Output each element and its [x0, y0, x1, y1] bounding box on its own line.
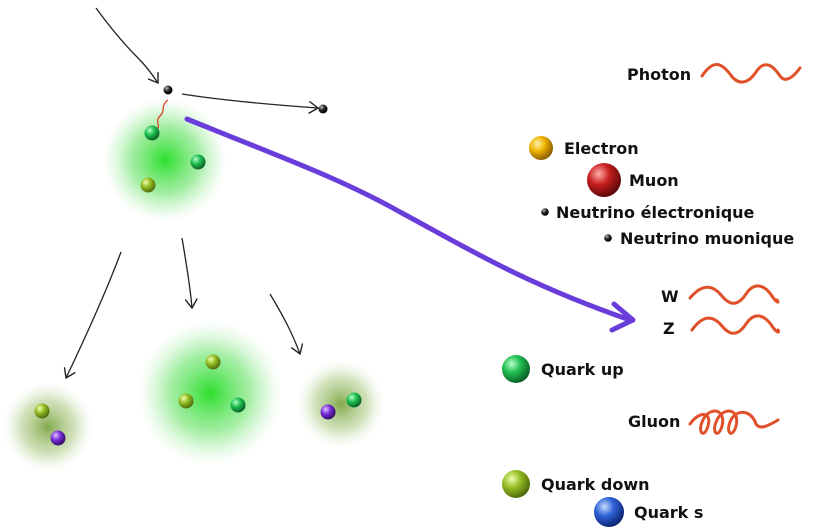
w-wave-icon: [688, 284, 780, 305]
quark-up-ball: [144, 125, 160, 141]
incoming-arrow: [95, 7, 159, 85]
quark-down-ball: [178, 393, 194, 409]
quark-down-ball: [140, 177, 156, 193]
w-boson-arrow: [184, 116, 633, 323]
quark-down-ball: [34, 403, 50, 419]
decay-arrow-right: [269, 293, 304, 356]
legend-z-label: Z: [663, 319, 675, 338]
decay-arrow-left: [63, 251, 122, 380]
legend-quark-down-label: Quark down: [541, 475, 650, 494]
meson-glow-right: [297, 360, 385, 448]
quark-up-ball: [190, 154, 206, 170]
legend-muon-ball: [587, 163, 621, 197]
z-wave-icon: [690, 314, 780, 335]
legend-quark-s-ball: [594, 497, 624, 527]
gluon-coil-icon: [688, 409, 780, 435]
scattered-electron: [318, 104, 328, 114]
exchanged-photon-icon: [155, 99, 169, 131]
legend-electron-label: Electron: [564, 139, 639, 158]
legend-gluon-label: Gluon: [628, 412, 680, 431]
legend-neutrino-mu-label: Neutrino muonique: [620, 229, 794, 248]
legend-quark-up-label: Quark up: [541, 360, 624, 379]
photon-wave-icon: [700, 63, 802, 84]
antiquark-ball: [50, 430, 66, 446]
legend-muon-label: Muon: [629, 171, 679, 190]
hadron-glow-bottom: [138, 321, 282, 465]
quark-up-ball: [346, 392, 362, 408]
legend-neutrino-e-ball: [541, 208, 549, 216]
legend-w-label: W: [661, 287, 679, 306]
incoming-electron: [163, 85, 173, 95]
antiquark-ball: [320, 404, 336, 420]
meson-glow-left: [3, 382, 93, 472]
decay-arrow-middle: [181, 237, 198, 310]
scatter-arrow: [181, 93, 320, 114]
hadron-glow-top: [103, 98, 227, 222]
legend: Photon Electron Muon Neutrino électroniq…: [502, 63, 802, 527]
legend-neutrino-mu-ball: [604, 234, 612, 242]
legend-electron-ball: [529, 136, 553, 160]
legend-quark-down-ball: [502, 470, 530, 498]
w-boson-arrowhead: [609, 301, 636, 333]
legend-quark-up-ball: [502, 355, 530, 383]
quark-down-ball: [205, 354, 221, 370]
legend-quark-s-label: Quark s: [634, 503, 703, 522]
legend-neutrino-e-label: Neutrino électronique: [556, 203, 755, 222]
legend-photon-label: Photon: [627, 65, 691, 84]
quark-up-ball: [230, 397, 246, 413]
